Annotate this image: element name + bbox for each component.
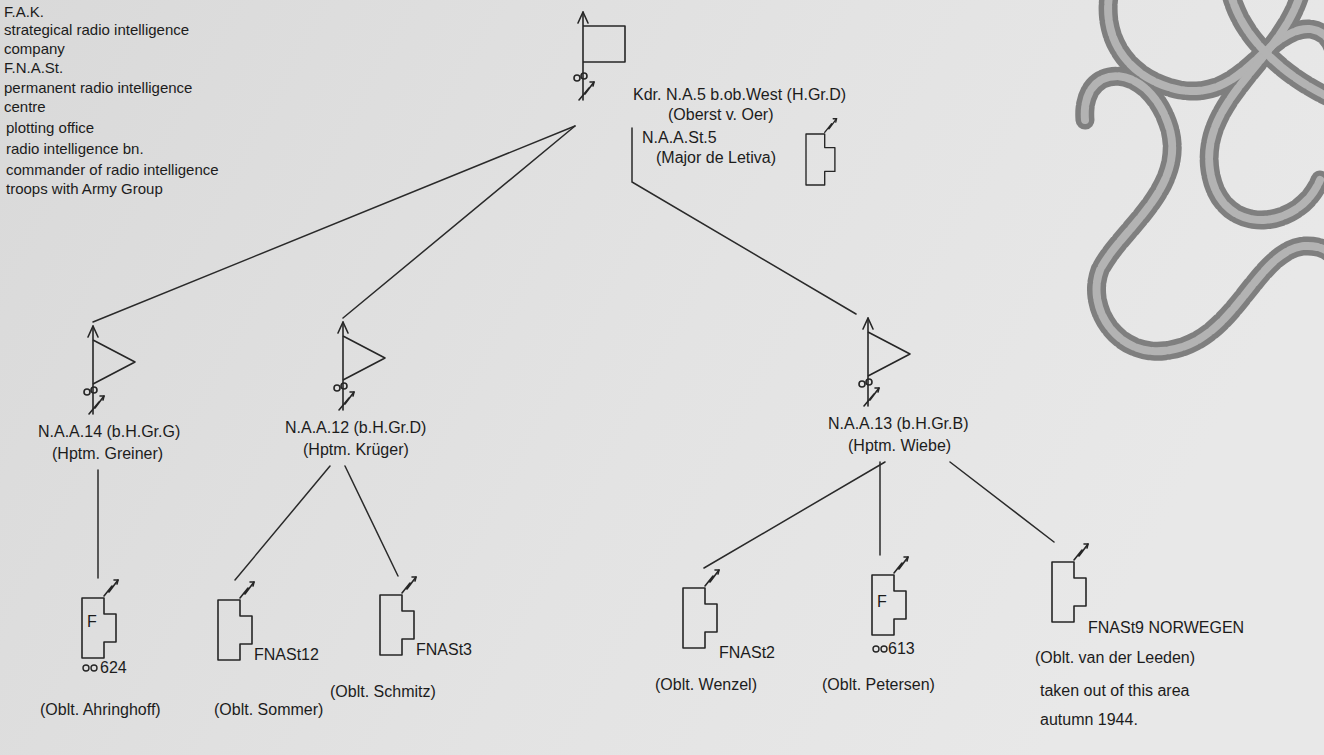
station-node: FNASt2 (Oblt. Wenzel) [652, 568, 792, 698]
commander-name: (Oblt. Petersen) [822, 675, 935, 695]
commander-name: (Oblt. Sommer) [214, 700, 323, 720]
unit-name: N.A.A.13 (b.H.Gr.B) [828, 414, 968, 434]
symbol-letter: F [87, 612, 97, 632]
unit-number: 613 [888, 639, 915, 659]
unit-number: 624 [100, 658, 127, 678]
connector-line [632, 128, 856, 314]
connector-line [235, 466, 330, 580]
command-node: Kdr. N.A.5 b.ob.West (H.Gr.D)(Oberst v. … [575, 8, 850, 128]
legend-text: F.A.K. [4, 2, 44, 21]
commander-name: (Hptm. Krüger) [303, 440, 409, 460]
note: taken out of this area autumn 1944. [1040, 676, 1210, 734]
connector-line [345, 466, 398, 576]
bead-chain [1085, 0, 1324, 351]
connector-line [97, 470, 99, 578]
station-node: N.A.A.St.5(Major de Letiva) [642, 128, 842, 186]
company-node: F 613 (Oblt. Petersen) [820, 555, 975, 698]
connector-line [704, 462, 885, 568]
station-symbol [1052, 544, 1088, 622]
station-symbol [683, 570, 719, 648]
connector-line [950, 462, 1054, 542]
commander-name: (Oblt. Ahringhoff) [40, 700, 161, 720]
station-node: FNASt12 (Oblt. Sommer) [214, 580, 327, 723]
station-node: FNASt9 NORWEGEN (Oblt. van der Leeden) tak… [1032, 542, 1248, 738]
station-symbol [218, 582, 254, 660]
connector-line [343, 126, 575, 318]
unit-name: N.A.A.14 (b.H.Gr.G) [38, 422, 180, 442]
unit-name: N.A.A.St.5 [642, 128, 717, 148]
unit-name: Kdr. N.A.5 b.ob.West (H.Gr.D) [633, 85, 846, 105]
commander-name: (Oberst v. Oer) [668, 105, 774, 125]
company-node: F 624 (Oblt. Ahringhoff) [38, 578, 210, 724]
battalion-node: N.A.A.13 (b.H.Gr.B)(Hptm. Wiebe) [826, 314, 1036, 462]
unit-name: FNASt2 [719, 643, 775, 663]
legend-text: F.N.A.St. [4, 58, 63, 77]
commander-name: (Oblt. Schmitz) [330, 682, 436, 702]
commander-name: (Hptm. Wiebe) [848, 436, 951, 456]
commander-name: (Oblt. Wenzel) [655, 675, 757, 695]
unit-name: N.A.A.12 (b.H.Gr.D) [285, 418, 426, 438]
legend-text: permanent radio intelligence centre [4, 78, 226, 116]
station-node: FNASt3 (Oblt. Schmitz) [330, 576, 476, 706]
company-symbol [82, 580, 118, 671]
commander-name: (Major de Letiva) [656, 148, 776, 168]
legend-text: radio intelligence bn. [6, 139, 144, 158]
station-symbol [380, 577, 416, 655]
station-symbol [806, 119, 837, 185]
company-symbol [872, 557, 908, 652]
connector-line [93, 126, 575, 322]
legend-text: plotting office [6, 118, 94, 137]
commander-name: (Oblt. van der Leeden) [1035, 648, 1195, 668]
commander-name: (Hptm. Greiner) [52, 444, 163, 464]
battalion-flag-symbol [84, 326, 135, 414]
legend-text: commander of radio intelligence troops w… [6, 160, 246, 198]
unit-name: FNASt12 [254, 645, 319, 665]
command-flag-symbol [574, 12, 625, 100]
legend-text: strategical radio intelligence company [4, 20, 232, 58]
battalion-node: N.A.A.12 (b.H.Gr.D)(Hptm. Krüger) [283, 318, 478, 466]
unit-name: FNASt9 NORWEGEN [1088, 618, 1244, 638]
unit-name: FNASt3 [416, 640, 472, 660]
battalion-flag-symbol [334, 322, 385, 410]
battalion-node: N.A.A.14 (b.H.Gr.G)(Hptm. Greiner) [36, 322, 226, 470]
symbol-letter: F [877, 592, 887, 612]
connector-line [879, 462, 881, 555]
battalion-flag-symbol [859, 318, 910, 406]
